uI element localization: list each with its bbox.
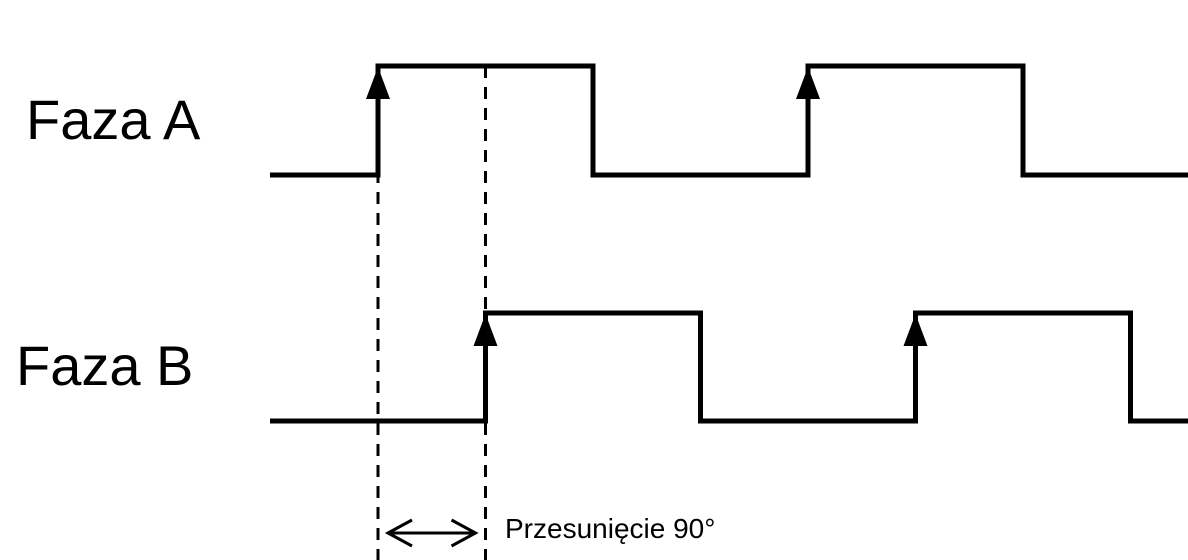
phase-shift-arrow-right-head — [450, 518, 479, 548]
phase-b-label: Faza B — [16, 334, 194, 397]
waveform-b — [270, 310, 1188, 424]
waveforms — [270, 63, 1188, 424]
rising-edge-arrow-a-1 — [366, 67, 390, 99]
waveform-a — [270, 63, 1188, 178]
rising-edge-arrow-a-2 — [796, 67, 820, 99]
phase-shift-markers — [376, 66, 487, 560]
phase-a-label: Faza A — [26, 88, 201, 151]
rising-edge-arrow-b-2 — [903, 314, 928, 346]
phase-shift-arrow-left-head — [384, 518, 413, 548]
phase-shift-label: Przesunięcie 90° — [505, 513, 716, 544]
